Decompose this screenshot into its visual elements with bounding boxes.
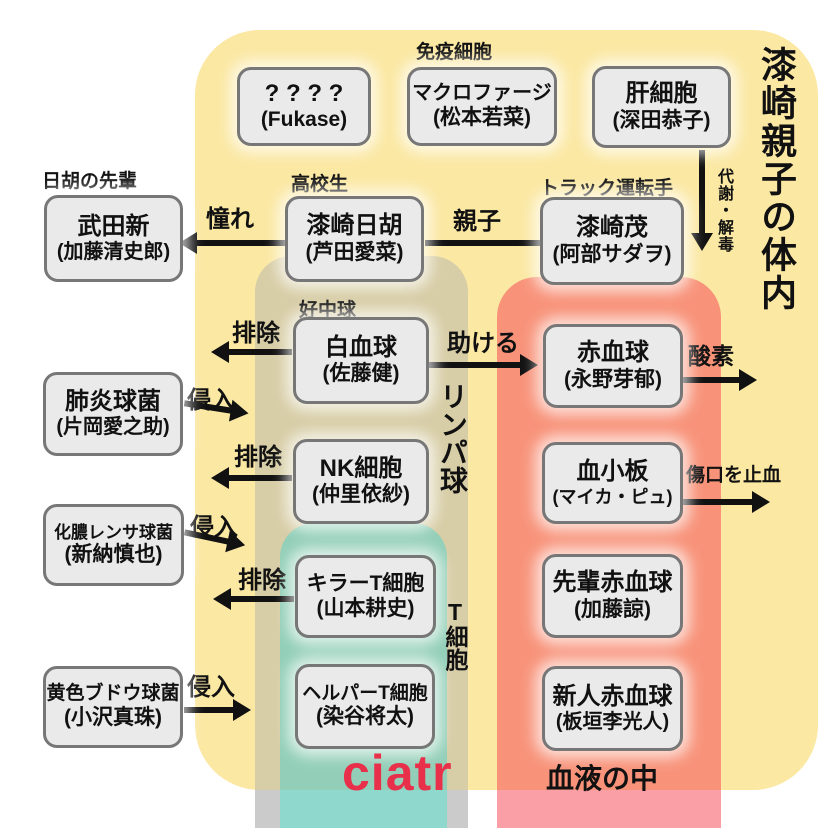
- actor-name: (片岡愛之助): [56, 416, 170, 439]
- character-name: 肺炎球菌: [65, 388, 161, 416]
- character-box-helper-t-cell: ヘルパーT細胞 (染谷将太): [295, 664, 435, 749]
- arrow-stop-bleeding: [683, 499, 753, 505]
- character-name: 血小板: [576, 458, 649, 486]
- actor-name: (阿部サダヲ): [552, 242, 672, 266]
- arrow-help: [429, 362, 521, 368]
- caption-truck-driver: トラック運転手: [540, 178, 674, 199]
- arrow-label-admiration: 憧れ: [206, 206, 254, 233]
- arrow-label-help: 助ける: [447, 330, 519, 357]
- lymphocyte-region-label: リンパ球: [437, 382, 468, 494]
- actor-name: (仲里依紗): [312, 483, 410, 507]
- character-box-takeda-arata: 武田新 (加藤清史郎): [44, 195, 183, 282]
- arrow-metabolism: [699, 150, 705, 235]
- character-box-liver-cell: 肝細胞 (深田恭子): [592, 66, 731, 148]
- arrow-label-eliminate-1: 排除: [232, 320, 280, 347]
- character-name: ヘルパーT細胞: [302, 682, 428, 704]
- arrow-eliminate-wbc: [228, 349, 292, 355]
- arrow-label-invade-3: 侵入: [187, 674, 235, 701]
- character-box-red-blood-cell: 赤血球 (永野芽郁): [543, 324, 683, 408]
- arrow-invade-staph: [184, 707, 234, 713]
- actor-name: (板垣李光人): [555, 710, 670, 733]
- actor-name: (加藤諒): [574, 597, 651, 621]
- actor-name: (深田恭子): [612, 108, 711, 132]
- arrow-oxygen: [683, 377, 740, 383]
- arrow-label-parent-child: 親子: [453, 208, 501, 235]
- character-box-pneumococcus: 肺炎球菌 (片岡愛之助): [43, 372, 183, 456]
- blood-region-label: 血液の中: [546, 763, 659, 794]
- arrow-label-metabolism: 代謝・解毒: [715, 168, 732, 253]
- character-name: 武田新: [77, 212, 150, 240]
- caption-highschooler: 高校生: [291, 174, 349, 195]
- arrow-eliminate-killer-t: [230, 596, 294, 602]
- actor-name: (新納慎也): [64, 542, 163, 566]
- arrow-eliminate-nk: [228, 475, 292, 481]
- character-box-macrophage: マクロファージ (松本若菜): [407, 67, 557, 146]
- diagram-title: 漆崎親子の体内: [756, 46, 797, 312]
- character-name: キラーT細胞: [306, 571, 425, 595]
- actor-name: (小沢真珠): [64, 705, 162, 729]
- actor-name: (Fukase): [260, 108, 348, 132]
- character-name: 化膿レンサ球菌: [54, 522, 173, 542]
- arrow-label-stop-bleeding: 傷口を止血: [686, 465, 782, 486]
- caption-senpai: 日胡の先輩: [42, 171, 138, 192]
- tcell-region-label: T細胞: [442, 599, 468, 671]
- actor-name: (マイカ・ピュ): [552, 486, 673, 507]
- actor-name: (染谷将太): [316, 705, 414, 729]
- character-name: 白血球: [325, 333, 397, 361]
- arrow-admiration: [196, 240, 286, 246]
- character-name: 先輩赤血球: [552, 569, 673, 597]
- character-box-nk-cell: NK細胞 (仲里依紗): [293, 439, 429, 524]
- character-box-senior-red-blood-cell: 先輩赤血球 (加藤諒): [542, 554, 683, 638]
- arrow-label-invade-1: 侵入: [187, 387, 235, 414]
- character-box-rookie-red-blood-cell: 新人赤血球 (板垣李光人): [542, 666, 683, 751]
- arrow-label-oxygen: 酸素: [688, 343, 734, 369]
- actor-name: (松本若菜): [433, 105, 531, 129]
- line-parent-child: [425, 240, 543, 246]
- actor-name: (芦田愛菜): [305, 240, 404, 264]
- character-box-urushizaki-nikko: 漆崎日胡 (芦田愛菜): [285, 196, 424, 282]
- character-box-staphylococcus: 黄色ブドウ球菌 (小沢真珠): [43, 666, 183, 748]
- character-name: 新人赤血球: [552, 682, 673, 710]
- character-name: NK細胞: [319, 454, 403, 482]
- character-name: ? ? ? ?: [264, 79, 344, 107]
- caption-neutrophil: 好中球: [299, 300, 357, 321]
- character-box-urushizaki-shigeru: 漆崎茂 (阿部サダヲ): [540, 197, 684, 285]
- character-box-unknown-fukase: ? ? ? ? (Fukase): [237, 67, 371, 146]
- actor-name: (永野芽郁): [564, 367, 662, 391]
- character-name: マクロファージ: [412, 82, 552, 105]
- actor-name: (山本耕史): [316, 596, 415, 620]
- character-name: 赤血球: [577, 339, 649, 367]
- character-box-streptococcus: 化膿レンサ球菌 (新納慎也): [43, 504, 184, 586]
- character-box-white-blood-cell: 白血球 (佐藤健): [293, 317, 429, 404]
- character-box-killer-t-cell: キラーT細胞 (山本耕史): [295, 555, 436, 638]
- character-name: 肝細胞: [625, 80, 698, 108]
- ciatr-logo: ciatr: [342, 745, 453, 801]
- character-name: 漆崎茂: [576, 214, 648, 242]
- caption-immune-cell: 免疫細胞: [416, 42, 493, 63]
- actor-name: (佐藤健): [322, 362, 400, 386]
- actor-name: (加藤清史郎): [56, 240, 171, 263]
- arrow-label-invade-2: 侵入: [190, 514, 238, 541]
- arrow-label-eliminate-2: 排除: [234, 444, 282, 471]
- arrow-label-eliminate-3: 排除: [238, 567, 286, 594]
- character-name: 黄色ブドウ球菌: [46, 683, 180, 705]
- character-name: 漆崎日胡: [306, 212, 403, 240]
- character-box-platelet: 血小板 (マイカ・ピュ): [542, 442, 683, 524]
